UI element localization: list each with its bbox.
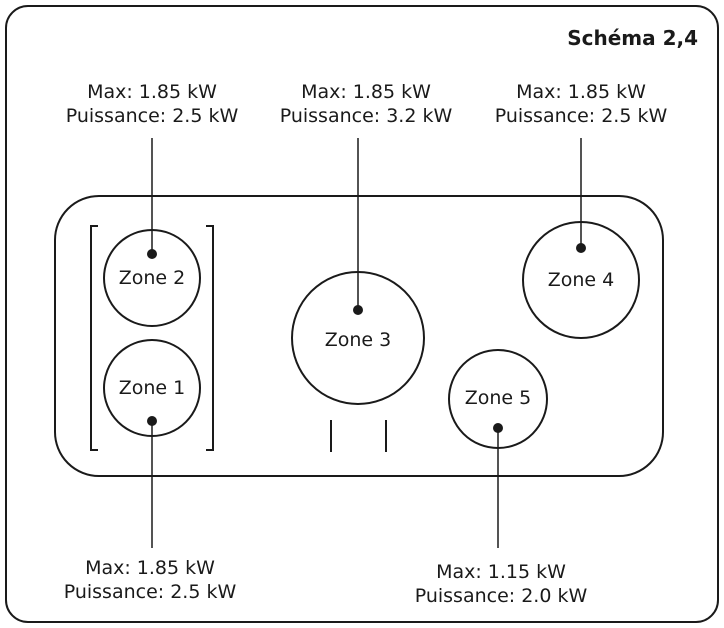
zone-3-dot (353, 305, 363, 315)
zone-4-dot (576, 243, 586, 253)
zone-5-max: Max: 1.15 kW (436, 561, 566, 583)
zone-4-power: Puissance: 2.5 kW (494, 105, 668, 127)
diagram-title: Schéma 2,4 (567, 26, 698, 50)
zone-1-power: Puissance: 2.5 kW (63, 581, 237, 603)
zone-1-name: Zone 1 (118, 377, 186, 399)
zone-3-spec: Max: 1.85 kW Puissance: 3.2 kW (246, 80, 486, 128)
zone-1-spec: Max: 1.85 kW Puissance: 2.5 kW (30, 556, 270, 604)
bridge-bracket-left (90, 225, 98, 451)
zone-5-dot (493, 423, 503, 433)
zone-4-spec: Max: 1.85 kW Puissance: 2.5 kW (461, 80, 701, 128)
zone-2-spec: Max: 1.85 kW Puissance: 2.5 kW (32, 80, 272, 128)
zone-5-name: Zone 5 (464, 387, 532, 409)
zone-5-spec: Max: 1.15 kW Puissance: 2.0 kW (381, 560, 621, 608)
zone-4-max: Max: 1.85 kW (516, 81, 646, 103)
zone-2-name: Zone 2 (118, 267, 186, 289)
zone-4-name: Zone 4 (547, 269, 615, 291)
zone-2-power: Puissance: 2.5 kW (65, 105, 239, 127)
cooktop-outline (54, 195, 664, 477)
zone-2-dot (147, 249, 157, 259)
zone-3-name: Zone 3 (324, 329, 392, 351)
diagram-frame (5, 5, 719, 623)
zone-5-power: Puissance: 2.0 kW (414, 585, 588, 607)
zone-1-dot (147, 416, 157, 426)
zone-2-max: Max: 1.85 kW (87, 81, 217, 103)
zone-1-max: Max: 1.85 kW (85, 557, 215, 579)
bridge-bracket-right (206, 225, 214, 451)
zone-3-power: Puissance: 3.2 kW (279, 105, 453, 127)
zone-3-max: Max: 1.85 kW (301, 81, 431, 103)
